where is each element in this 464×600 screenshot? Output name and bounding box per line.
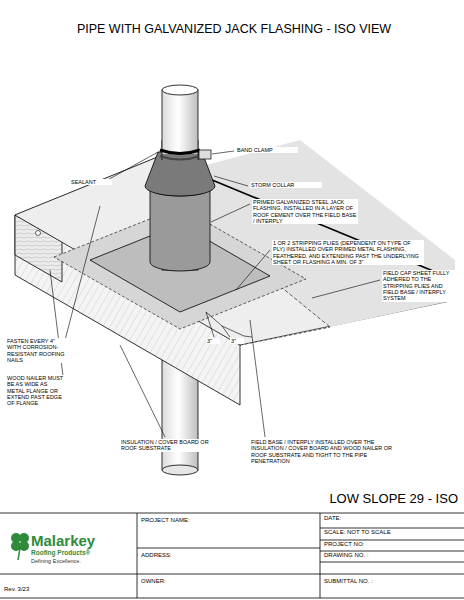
dimension-label: 3" xyxy=(230,338,244,344)
callout-note: FIELD BASE / INTERPLY INSTALLED OVER THE… xyxy=(250,439,402,464)
detail-number: LOW SLOPE 29 - ISO xyxy=(318,492,458,507)
drawing-title: PIPE WITH GALVANIZED JACK FLASHING - ISO… xyxy=(2,22,464,36)
title-block xyxy=(0,513,464,598)
clamp-screw xyxy=(199,150,211,159)
title-block-field: DATE: xyxy=(324,515,460,522)
callout-note: 1 OR 2 STRIPPING PLIES (DEPENDENT ON TYP… xyxy=(272,240,424,265)
revision-note: Rev. 3/23 xyxy=(4,586,64,593)
dimension-label: 3" xyxy=(206,338,220,344)
title-block-field: PROJECT NAME: xyxy=(141,517,261,524)
title-block-field: PROJECT NO: xyxy=(324,541,460,548)
logo-clover xyxy=(11,533,29,560)
callout-note: SEALANT xyxy=(70,179,112,185)
callout-note: PRIMED GALVANIZED STEEL JACK FLASHING, I… xyxy=(252,199,358,224)
sealant-bead xyxy=(160,150,200,154)
leader-lines xyxy=(50,151,380,437)
dimension-lines xyxy=(206,312,252,337)
title-block-field: SUBMITTAL NO. : xyxy=(324,578,460,585)
callout-note: FASTEN EVERY 4" WITH CORROSION-RESISTANT… xyxy=(6,338,66,363)
storm-collar xyxy=(145,140,215,196)
callout-note: INSULATION / COVER BOARD OR ROOF SUBSTRA… xyxy=(120,439,222,452)
title-block-field: ADDRESS: xyxy=(141,552,261,559)
logo-wordmark: Malarkey xyxy=(31,532,135,549)
callout-note: STORM COLLAR xyxy=(250,182,322,188)
title-block-field: SCALE: NOT TO SCALE xyxy=(324,529,460,536)
title-block-field: OWNER: xyxy=(141,578,261,585)
title-block-field: DRAWING NO. : xyxy=(324,552,460,559)
callout-note: BAND CLAMP xyxy=(236,147,298,153)
callout-note: FIELD CAP SHEET FULLY ADHERED TO THE STR… xyxy=(382,270,460,302)
callout-note: WOOD NAILER MUST BE AS WIDE AS METAL FLA… xyxy=(6,375,66,407)
logo-subtitle: Roofing Products® xyxy=(31,549,135,556)
logo-tagline: Defining Excellence. xyxy=(31,558,135,564)
band-clamp xyxy=(160,156,200,160)
